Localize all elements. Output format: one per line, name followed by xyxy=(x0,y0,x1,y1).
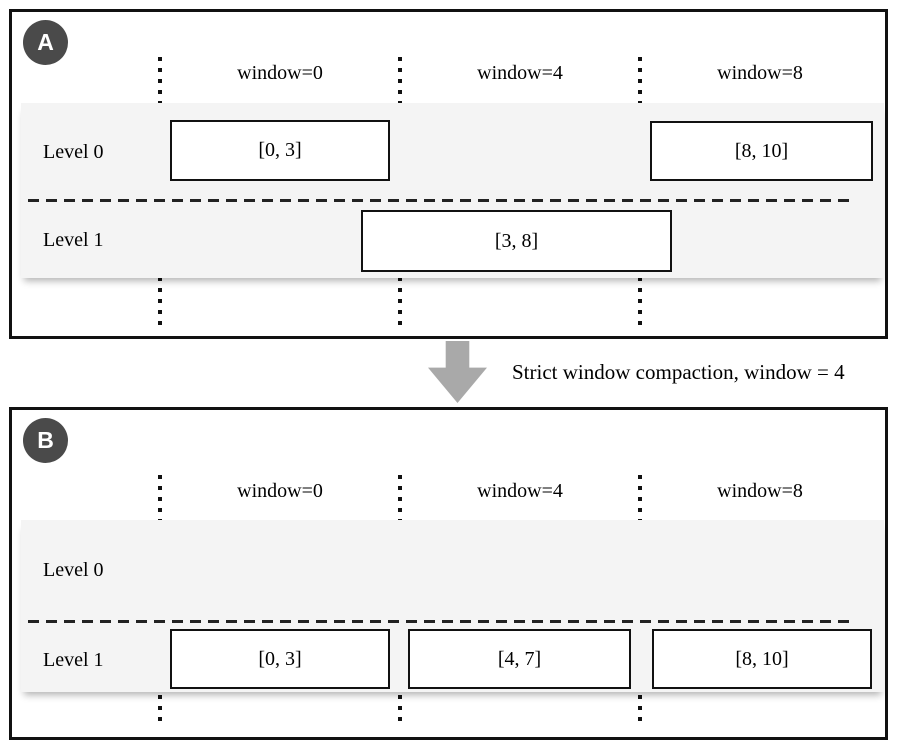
sstable-box: [4, 7] xyxy=(408,629,631,689)
level-separator-line xyxy=(28,199,850,202)
panel-a-badge: A xyxy=(23,20,68,65)
level-1-label: Level 1 xyxy=(43,649,104,671)
window-label-8: window=8 xyxy=(717,480,803,502)
window-label-4: window=4 xyxy=(477,480,563,502)
sstable-box: [0, 3] xyxy=(170,629,390,689)
level-0-label: Level 0 xyxy=(43,141,104,163)
sstable-box: [8, 10] xyxy=(650,121,873,181)
window-label-0: window=0 xyxy=(237,480,323,502)
down-arrow-icon xyxy=(428,341,487,403)
panel-b-badge: B xyxy=(23,418,68,463)
sstable-box: [3, 8] xyxy=(361,210,672,272)
panel-b: B window=0 window=4 window=8 Level 0 Lev… xyxy=(9,407,888,740)
level-0-label: Level 0 xyxy=(43,559,104,581)
level-1-label: Level 1 xyxy=(43,229,104,251)
window-label-4: window=4 xyxy=(477,62,563,84)
window-label-8: window=8 xyxy=(717,62,803,84)
window-label-0: window=0 xyxy=(237,62,323,84)
level-separator-line xyxy=(28,620,850,623)
sstable-box: [8, 10] xyxy=(652,629,872,689)
sstable-box: [0, 3] xyxy=(170,120,390,181)
compaction-caption: Strict window compaction, window = 4 xyxy=(512,360,845,384)
panel-a: A window=0 window=4 window=8 Level 0 Lev… xyxy=(9,9,888,339)
